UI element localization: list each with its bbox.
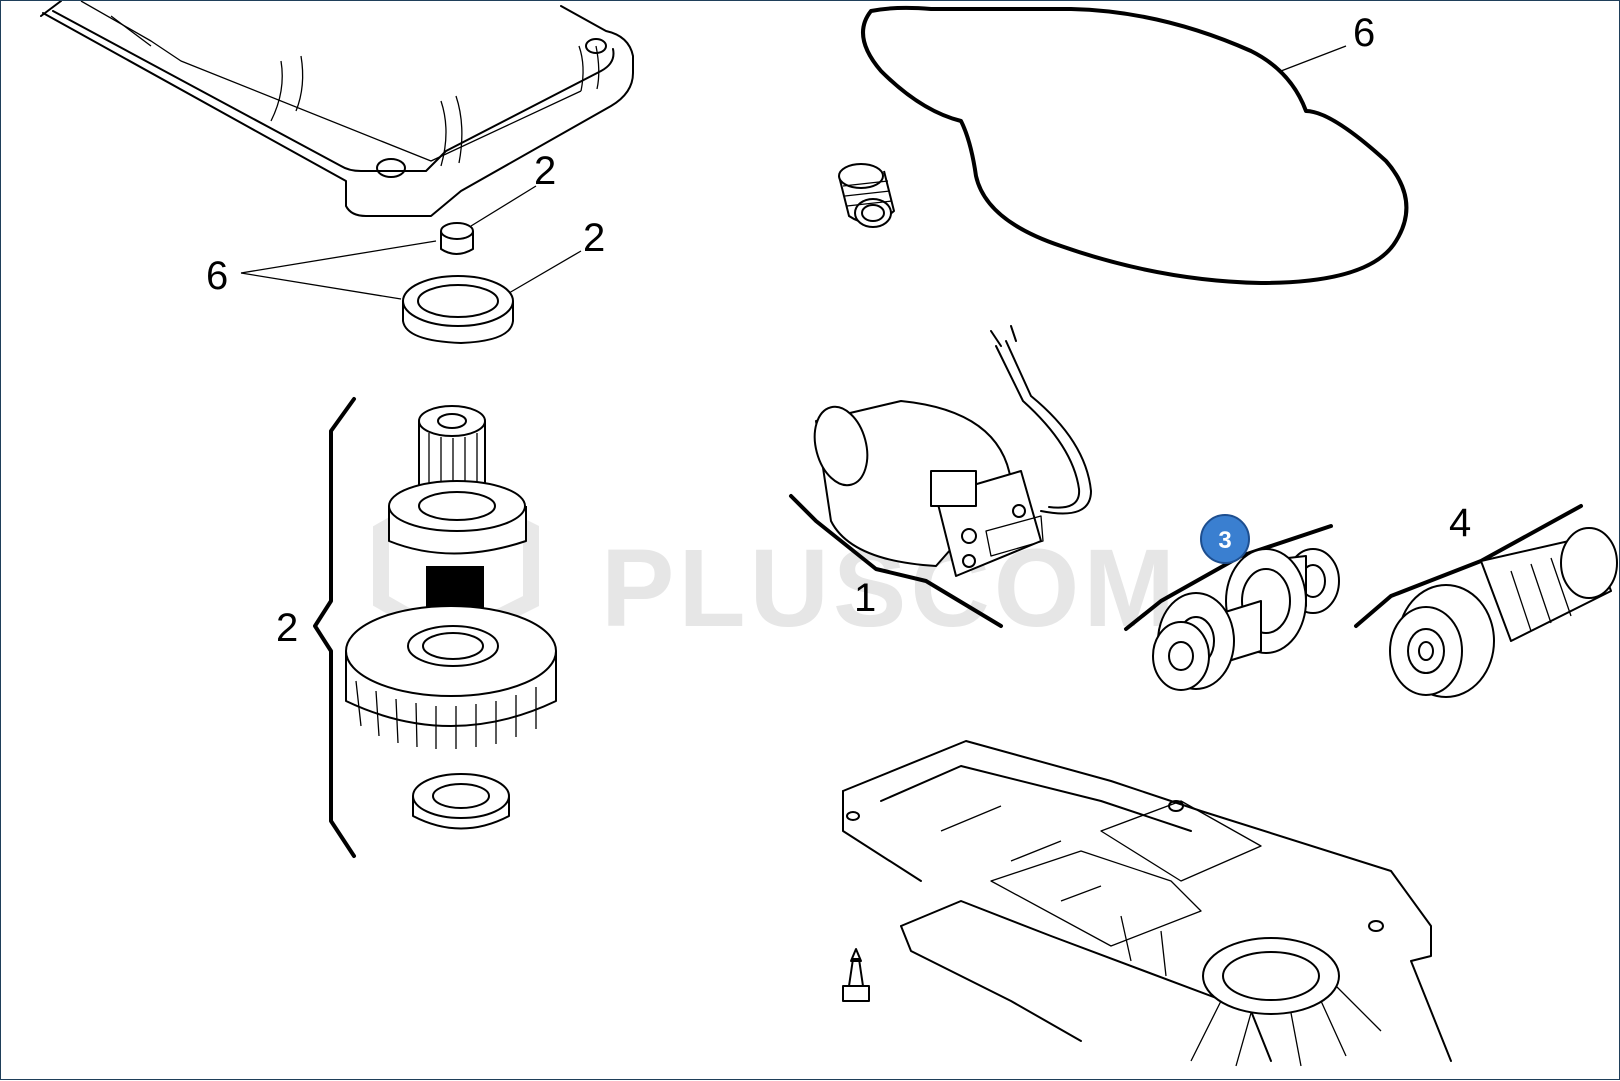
gear-assembly-3 xyxy=(1124,524,1340,691)
assembly-bracket-1 xyxy=(789,494,1003,628)
gear-shaft-assembly xyxy=(345,405,557,830)
cable-gland xyxy=(838,163,895,228)
gasket-ring xyxy=(861,5,1409,285)
cap-part xyxy=(440,222,474,255)
callout-2-assembly: 2 xyxy=(276,606,298,650)
callout-6-gasket: 6 xyxy=(1353,11,1375,55)
leader-lines-left xyxy=(240,185,582,300)
base-housing xyxy=(842,740,1452,1067)
screw xyxy=(842,948,870,1002)
leader-line-6 xyxy=(1280,45,1347,72)
callout-4-assembly: 4 xyxy=(1449,501,1471,545)
callout-labels: 2 6 2 2 6 1 4 xyxy=(206,11,1471,650)
gear-assembly-4 xyxy=(1354,504,1618,698)
assembly-bracket-2 xyxy=(313,397,356,858)
motor xyxy=(813,325,1092,577)
callout-1-motor: 1 xyxy=(854,576,876,620)
callout-3: 3 xyxy=(1218,527,1231,554)
housing-cover xyxy=(40,1,634,217)
callout-2-ring: 2 xyxy=(583,216,605,260)
callout-6-left: 6 xyxy=(206,254,228,298)
callout-badge-3: 3 xyxy=(1200,514,1250,564)
callout-2-cap: 2 xyxy=(534,149,556,193)
seal-ring xyxy=(402,275,514,344)
